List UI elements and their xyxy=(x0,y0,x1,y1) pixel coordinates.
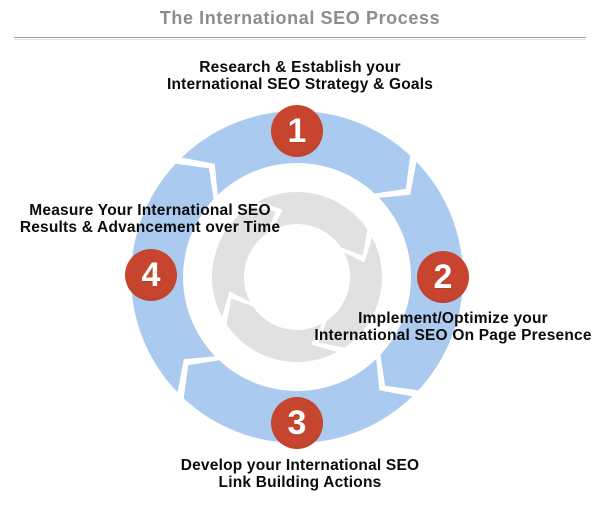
step-4-label-line1: Measure Your International SEO xyxy=(29,202,271,219)
step-3-badge: 3 xyxy=(271,397,323,449)
step-1-label-line1: Research & Establish your xyxy=(199,59,401,76)
step-4-label-line2: Results & Advancement over Time xyxy=(19,219,281,236)
step-3-label: Develop your International SEO Link Buil… xyxy=(140,457,460,491)
step-2-label-line1: Implement/Optimize your xyxy=(358,310,548,327)
step-1-number: 1 xyxy=(287,112,307,150)
step-1-label-line2: International SEO Strategy & Goals xyxy=(166,76,434,93)
step-3-label-line2: Link Building Actions xyxy=(218,474,382,491)
title-divider xyxy=(14,37,586,40)
step-4-number: 4 xyxy=(141,256,161,294)
center-ring-segment-right xyxy=(318,237,383,348)
center-ring-segment-top xyxy=(257,191,368,256)
step-1-badge: 1 xyxy=(271,105,323,157)
step-2-number: 2 xyxy=(433,258,453,296)
step-4-badge: 4 xyxy=(125,249,177,301)
center-ring-segment-left xyxy=(211,206,276,317)
step-2-label-line2: International SEO On Page Presence xyxy=(314,327,592,344)
page-title: The International SEO Process xyxy=(159,8,441,28)
center-ring-segment-bottom xyxy=(226,298,337,363)
step-4-label: Measure Your International SEO Results &… xyxy=(0,202,300,236)
step-3-number: 3 xyxy=(287,404,307,442)
step-2-label: Implement/Optimize your International SE… xyxy=(302,310,600,344)
step-2-badge: 2 xyxy=(417,251,469,303)
step-3-label-line1: Develop your International SEO xyxy=(180,457,420,474)
step-1-label: Research & Establish your International … xyxy=(140,59,460,93)
